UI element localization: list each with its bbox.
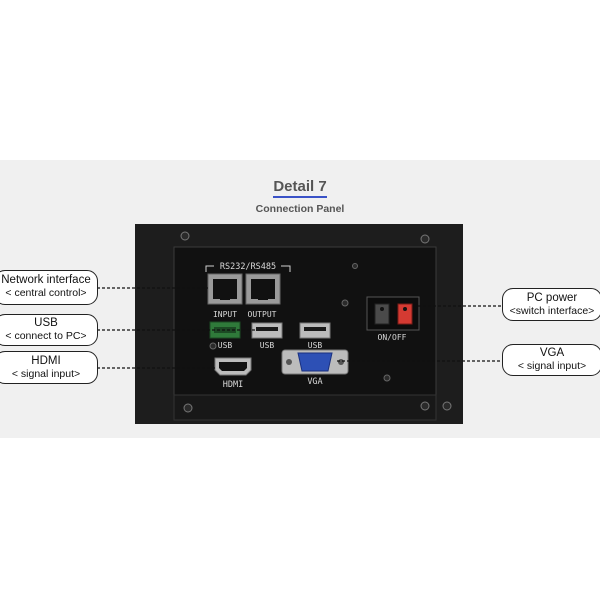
callout-vga: VGA < signal input> bbox=[502, 344, 600, 376]
usb-label-1: USB bbox=[218, 341, 233, 350]
usb-label-2: USB bbox=[260, 341, 275, 350]
vga-port-icon bbox=[281, 349, 349, 375]
hdmi-port-icon bbox=[214, 357, 252, 376]
callout-vga-title: VGA bbox=[539, 347, 565, 359]
screw-icon bbox=[180, 231, 452, 413]
callout-pc-power-title: PC power bbox=[526, 292, 578, 304]
callout-pc-power-desc: <switch interface> bbox=[509, 305, 595, 317]
hdmi-label: HDMI bbox=[223, 380, 243, 390]
output-label: OUTPUT bbox=[248, 310, 277, 319]
callout-pc-power: PC power <switch interface> bbox=[502, 288, 600, 321]
page-subtitle: Connection Panel bbox=[255, 203, 345, 215]
leader-lines bbox=[97, 287, 503, 369]
callout-usb-desc: < connect to PC> bbox=[5, 330, 87, 342]
callout-network-title: Network interface bbox=[1, 274, 91, 286]
rj45-port-icon bbox=[245, 273, 281, 305]
usb-label-3: USB bbox=[308, 341, 323, 350]
callout-usb-title: USB bbox=[34, 317, 58, 329]
on-off-label: ON/OFF bbox=[378, 333, 407, 342]
callout-vga-desc: < signal input> bbox=[517, 360, 587, 372]
input-label: INPUT bbox=[213, 310, 237, 319]
rs-group-label: RS232/RS485 bbox=[220, 262, 276, 272]
callout-hdmi-desc: < signal input> bbox=[11, 368, 81, 380]
usb-port-icon bbox=[299, 322, 331, 339]
callout-hdmi-title: HDMI bbox=[31, 355, 61, 367]
power-switch-icon bbox=[366, 296, 420, 331]
usb-port-icon bbox=[251, 322, 283, 339]
rs-group-bracket bbox=[205, 265, 291, 272]
callout-usb: USB < connect to PC> bbox=[0, 314, 98, 346]
callout-network-desc: < central control> bbox=[5, 287, 87, 299]
callout-network-interface: Network interface < central control> bbox=[0, 270, 98, 305]
vga-label: VGA bbox=[307, 377, 322, 387]
page-title: Detail 7 bbox=[0, 178, 600, 198]
rj45-port-icon bbox=[207, 273, 243, 305]
callout-hdmi: HDMI < signal input> bbox=[0, 351, 98, 384]
panel-bottom-bar bbox=[173, 394, 437, 421]
